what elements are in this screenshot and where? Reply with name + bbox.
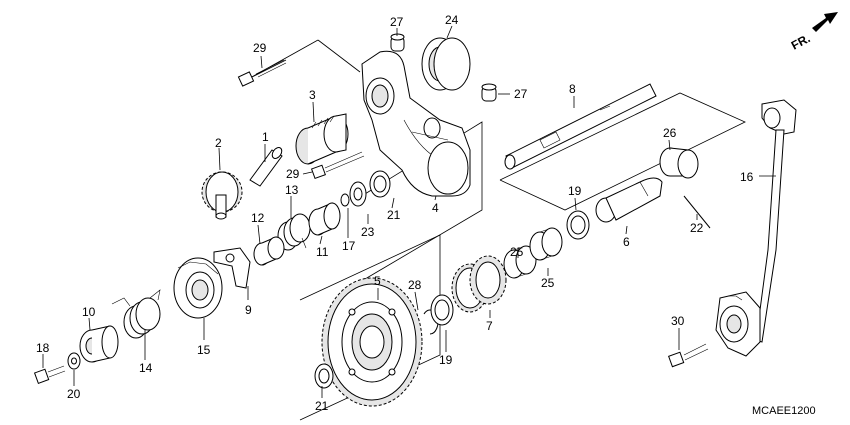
- callout-1: 1: [262, 130, 269, 144]
- callout-17: 17: [342, 239, 356, 253]
- washer-17: [340, 193, 350, 207]
- bolt-30: [668, 343, 709, 368]
- washer-20: [67, 352, 81, 370]
- spring-13: [277, 213, 311, 251]
- callout-21-upper: 21: [387, 208, 401, 222]
- callout-30: 30: [671, 314, 685, 328]
- callout-20: 20: [67, 387, 81, 401]
- pin-22: [683, 195, 711, 229]
- diagram-code: MCAEE1200: [752, 405, 816, 417]
- washer-21-lower: [314, 363, 334, 389]
- callout-10: 10: [82, 305, 96, 319]
- front-direction-label: FR.: [789, 31, 813, 52]
- callout-11: 11: [316, 245, 329, 259]
- collar-11: [308, 202, 341, 236]
- bearing-24: [421, 37, 471, 91]
- callout-labels: 29 1 2 3 27 24 27 8 26 16 19 6 22 25 25 …: [36, 13, 754, 413]
- collar-10: [79, 325, 119, 363]
- callout-22: 22: [690, 221, 704, 235]
- callout-25-b: 25: [541, 276, 555, 290]
- callout-8: 8: [569, 82, 576, 96]
- callout-4: 4: [432, 201, 439, 215]
- washer-23: [349, 181, 367, 207]
- dowel-pin-27-right: [481, 83, 497, 102]
- callout-19-upper: 19: [568, 184, 582, 198]
- callout-7: 7: [486, 319, 493, 333]
- callout-21-lower: 21: [315, 399, 329, 413]
- torsion-spring-14: [111, 289, 161, 339]
- front-direction-arrow-icon: [812, 12, 838, 32]
- shaft-8: [504, 83, 657, 170]
- gear-shaft-3: [295, 113, 349, 165]
- callout-23: 23: [361, 225, 375, 239]
- spindle-6: [595, 177, 663, 223]
- callout-6: 6: [623, 235, 630, 249]
- housing-bracket-4: [361, 50, 471, 197]
- washer-19-lower: [430, 294, 454, 326]
- callout-15: 15: [197, 343, 211, 357]
- callout-28: 28: [408, 278, 422, 292]
- double-gear-7: [451, 255, 507, 313]
- callout-26: 26: [663, 126, 677, 140]
- callout-25-a: 25: [510, 245, 524, 259]
- callout-12: 12: [251, 211, 265, 225]
- callout-29-lower: 29: [286, 167, 300, 181]
- large-gear-5: [321, 277, 423, 407]
- callout-14: 14: [139, 361, 153, 375]
- bolt-29-upper: [237, 59, 287, 87]
- dowel-pin-27-upper: [390, 33, 405, 52]
- callout-24: 24: [445, 13, 459, 27]
- bolt-18: [33, 365, 66, 384]
- bolt-29-lower: [310, 151, 365, 180]
- callout-27-right: 27: [514, 87, 528, 101]
- washer-21-upper: [369, 170, 391, 198]
- callout-29-upper: 29: [253, 41, 267, 55]
- washer-19-upper: [566, 210, 590, 240]
- callout-13: 13: [285, 183, 299, 197]
- callout-27-upper: 27: [390, 15, 404, 29]
- needle-bearing-26: [659, 147, 699, 179]
- callout-5: 5: [374, 274, 381, 288]
- gear-2: [201, 171, 243, 220]
- pedal-arm-16: [715, 99, 797, 357]
- plate-9: [213, 247, 251, 289]
- ratchet-plate-15: [173, 257, 223, 319]
- needle-bearing-25-a: [503, 245, 537, 279]
- leader-lines: [42, 25, 776, 398]
- callout-9: 9: [245, 303, 252, 317]
- pin-1: [249, 147, 283, 187]
- callout-19-lower: 19: [439, 353, 453, 367]
- callout-16: 16: [740, 170, 754, 184]
- callout-2: 2: [215, 136, 222, 150]
- callout-3: 3: [309, 88, 316, 102]
- needle-bearing-25-b: [529, 227, 563, 261]
- callout-18: 18: [36, 341, 50, 355]
- collar-12: [253, 236, 285, 266]
